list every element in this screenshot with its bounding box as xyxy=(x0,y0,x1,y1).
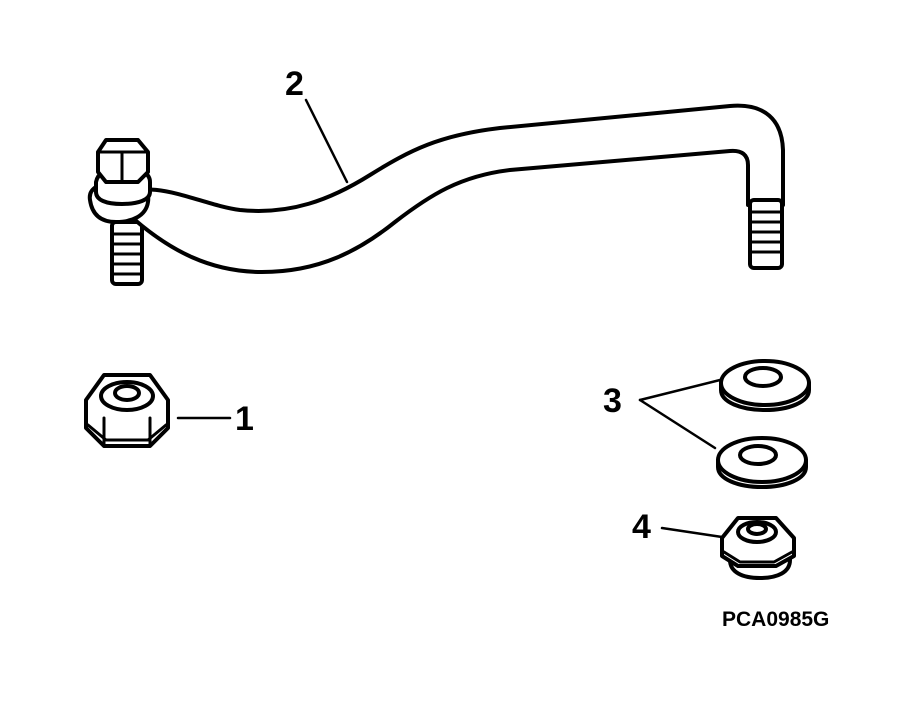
callout-2: 2 xyxy=(285,65,304,103)
leader-line-3a xyxy=(638,378,722,402)
callout-3: 3 xyxy=(603,382,622,420)
flat-washer-bottom xyxy=(716,436,808,489)
callout-1: 1 xyxy=(235,400,254,438)
leader-line-3b xyxy=(638,398,717,450)
flat-washer-top xyxy=(719,359,811,412)
left-threaded-stud xyxy=(110,220,144,286)
left-hex-head xyxy=(96,138,150,184)
leader-line-2 xyxy=(304,98,349,184)
right-threaded-stud xyxy=(748,198,784,270)
callout-4: 4 xyxy=(632,508,651,546)
rod-body xyxy=(116,103,785,274)
steering-link-rod xyxy=(87,103,785,286)
figure-code: PCA0985G xyxy=(722,608,829,631)
flanged-lock-nut xyxy=(720,516,796,580)
leader-line-4 xyxy=(660,526,724,539)
hex-lock-nut xyxy=(84,373,170,448)
